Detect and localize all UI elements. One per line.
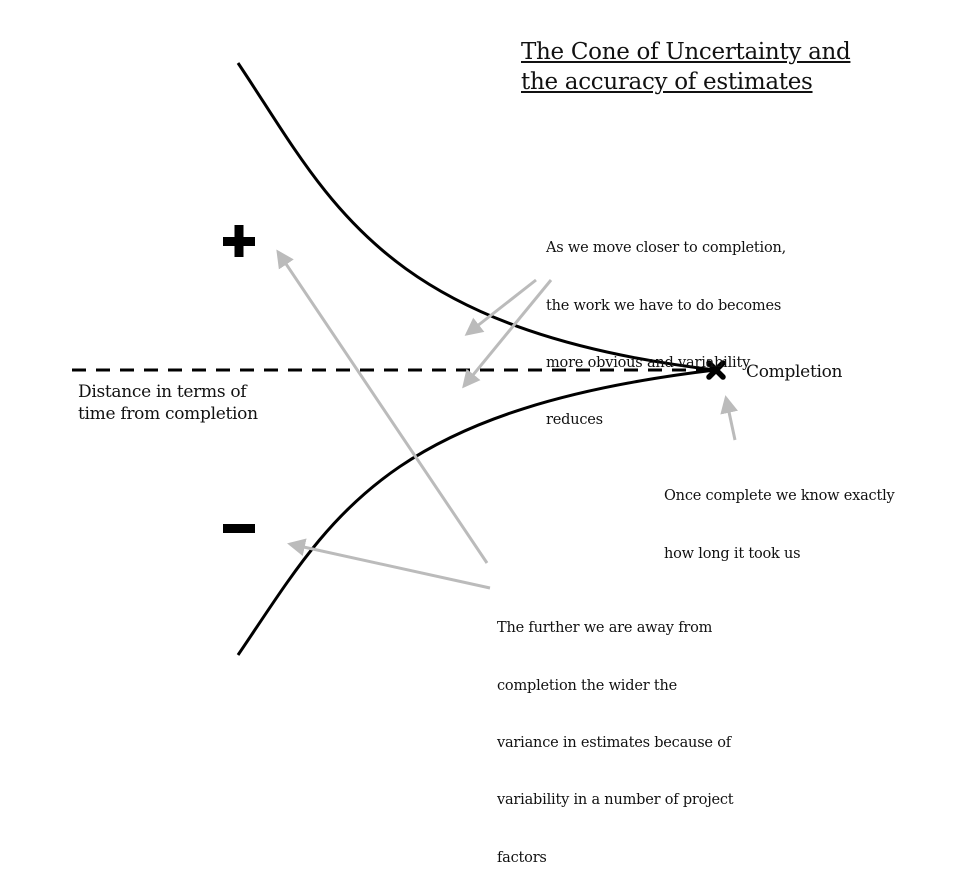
completion-label: Completion [746, 362, 843, 382]
minus-icon [223, 524, 255, 533]
lower-cone-curve [236, 368, 716, 656]
annotation-line: reduces [546, 412, 603, 429]
complete-annotation: Once complete we know exactly how long i… [664, 449, 895, 583]
title-line: The Cone of Uncertainty and [521, 39, 851, 65]
annotation-line: the work we have to do becomes [546, 297, 782, 314]
arrow-to-lower-curve [462, 279, 553, 389]
annotation-line: Once complete we know exactly [664, 488, 895, 505]
diagram-title: The Cone of Uncertainty and the accuracy … [521, 38, 851, 98]
axis-label-line: time from completion [78, 404, 258, 425]
annotation-line: The further we are away from [497, 620, 713, 637]
further-annotation: The further we are away from completion … [497, 581, 734, 887]
annotation-line: completion the wider the [497, 677, 677, 694]
completion-x-icon [706, 360, 726, 380]
annotation-line: how long it took us [664, 545, 801, 562]
annotation-line: variance in estimates because of [497, 735, 731, 751]
closer-annotation: As we move closer to completion, the wor… [546, 201, 786, 450]
title-line: the accuracy of estimates [521, 68, 813, 95]
arrow-to-plus [276, 249, 489, 564]
annotation-line: factors [497, 849, 547, 866]
upper-cone-curve [236, 62, 716, 372]
arrow-to-completion [720, 395, 738, 441]
arrow-to-minus [287, 538, 491, 590]
arrow-to-upper-curve [464, 278, 537, 336]
axis-label-line: Distance in terms of [78, 382, 247, 402]
plus-icon [223, 225, 255, 257]
annotation-line: variability in a number of project [497, 792, 734, 809]
annotation-line: As we move closer to completion, [546, 240, 787, 257]
cone-diagram [72, 62, 738, 656]
annotation-line: more obvious and variability [546, 355, 751, 371]
